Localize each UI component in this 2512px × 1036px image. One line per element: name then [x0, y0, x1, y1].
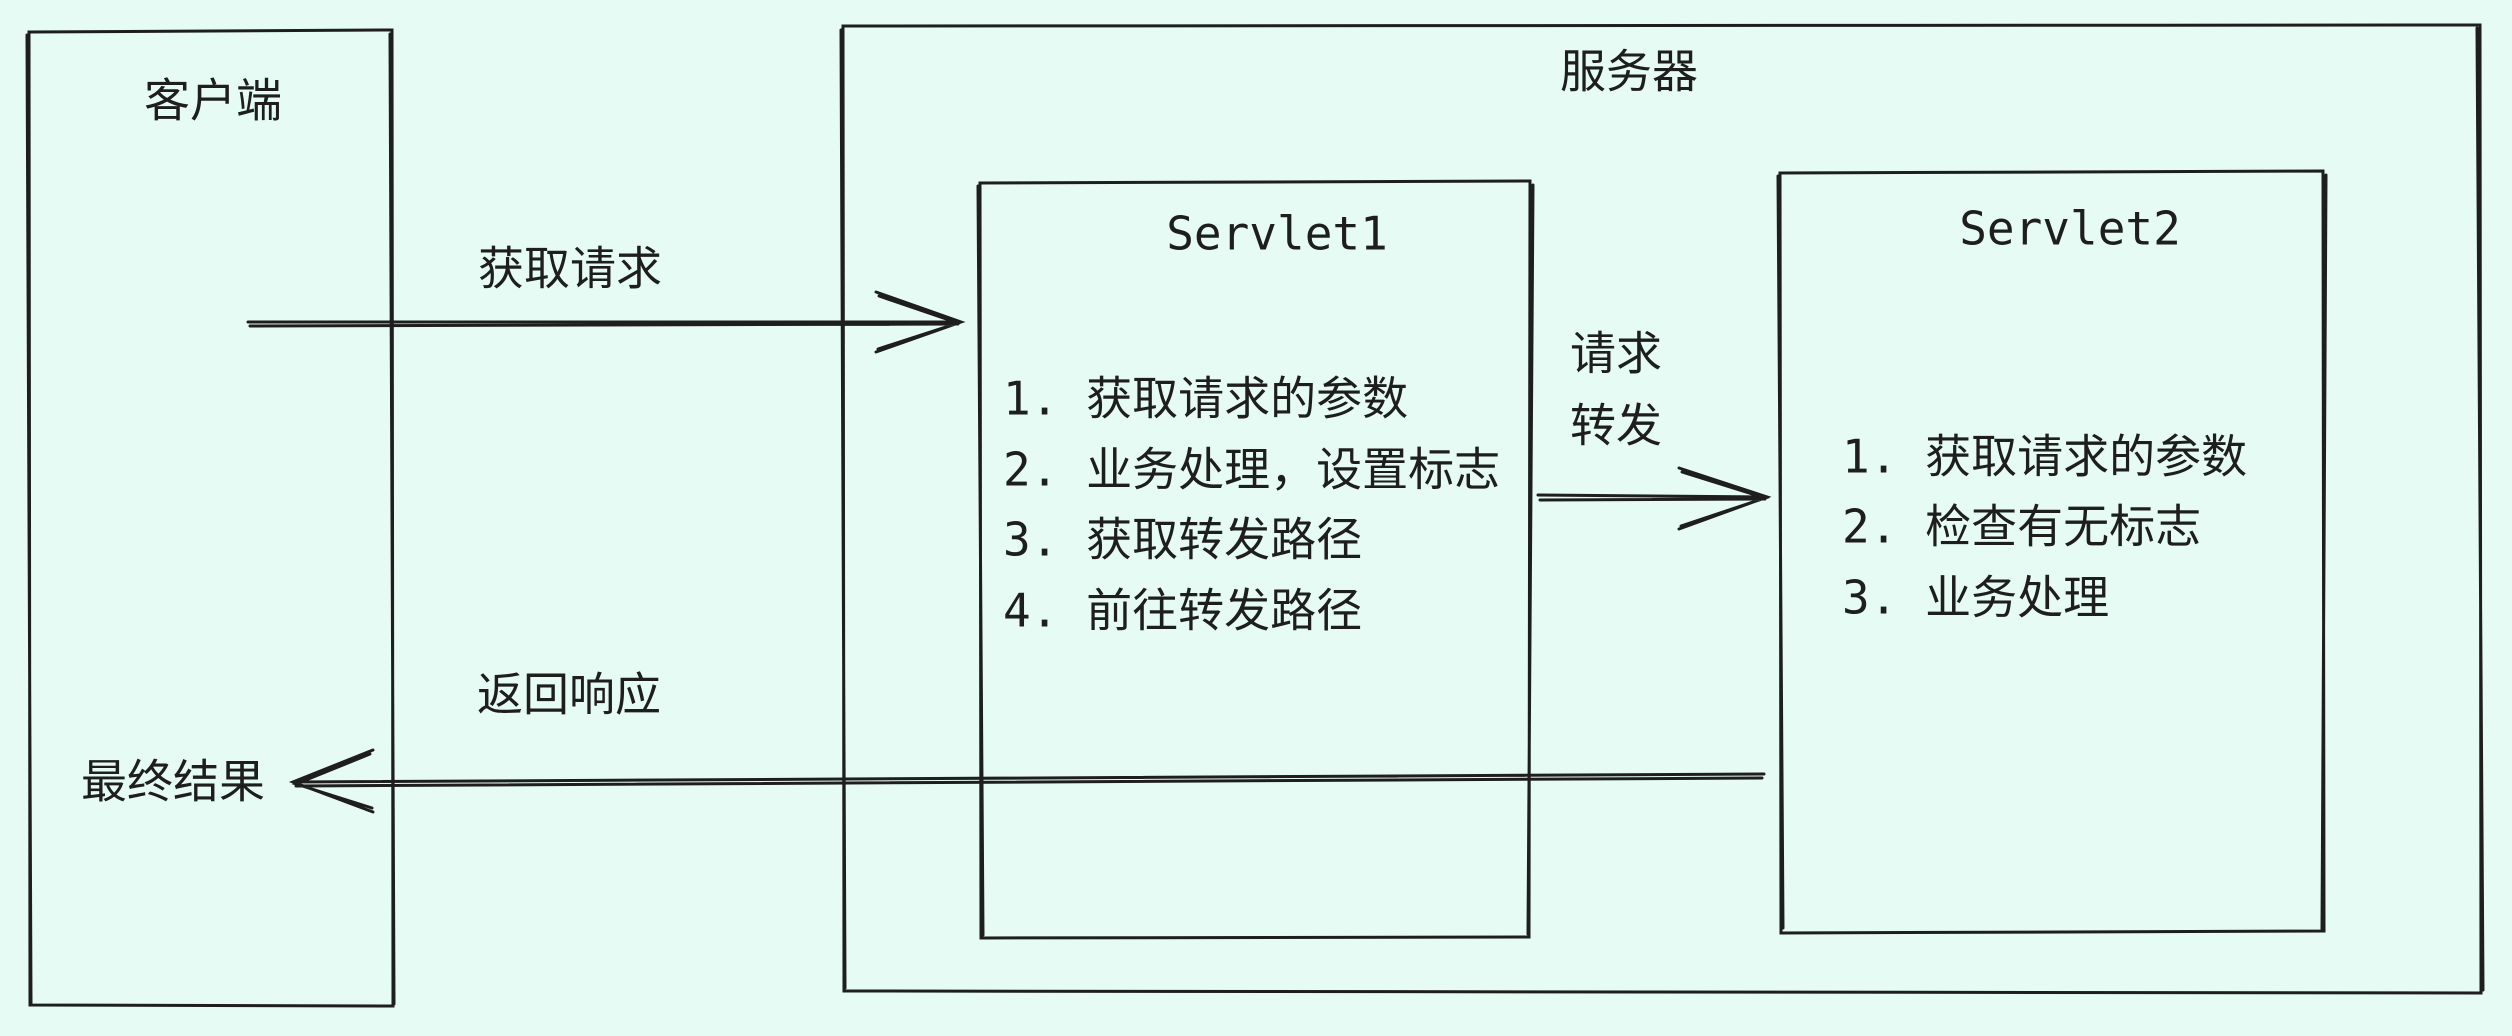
request-label: 获取请求	[478, 242, 662, 296]
servlet1-box: Servlet1 1. 获取请求的参数 2. 业务处理，设置标志 3. 获取转发…	[976, 179, 1535, 940]
servlet1-step: 1. 获取请求的参数	[1003, 372, 1408, 426]
client-result: 最终结果	[81, 755, 265, 809]
forward-label-line1: 请求	[1570, 327, 1662, 381]
servlet1-step: 3. 获取转发路径	[1003, 513, 1362, 567]
response-label: 返回响应	[477, 668, 661, 722]
server-box: 服务器	[839, 23, 2485, 995]
servlet2-box: Servlet2 1. 获取请求的参数 2. 检查有无标志 3. 业务处理	[1776, 169, 2328, 935]
servlet2-step: 2. 检查有无标志	[1842, 500, 2201, 554]
servlet1-step: 2. 业务处理，设置标志	[1003, 443, 1500, 497]
servlet2-title: Servlet2	[1959, 202, 2181, 256]
servlet1-step: 4. 前往转发路径	[1003, 584, 1362, 638]
forward-label-line2: 转发	[1570, 399, 1662, 453]
forward-arrow: 请求 转发	[1536, 327, 1772, 531]
request-arrow: 获取请求	[246, 242, 966, 354]
response-arrow: 返回响应	[288, 668, 1766, 814]
servlet2-step: 3. 业务处理	[1842, 571, 2109, 625]
server-title: 服务器	[1560, 45, 1698, 99]
client-title: 客户端	[144, 74, 282, 128]
servlet1-title: Servlet1	[1166, 207, 1388, 261]
servlet2-step: 1. 获取请求的参数	[1842, 430, 2247, 484]
client-box: 客户端 最终结果	[25, 28, 396, 1008]
